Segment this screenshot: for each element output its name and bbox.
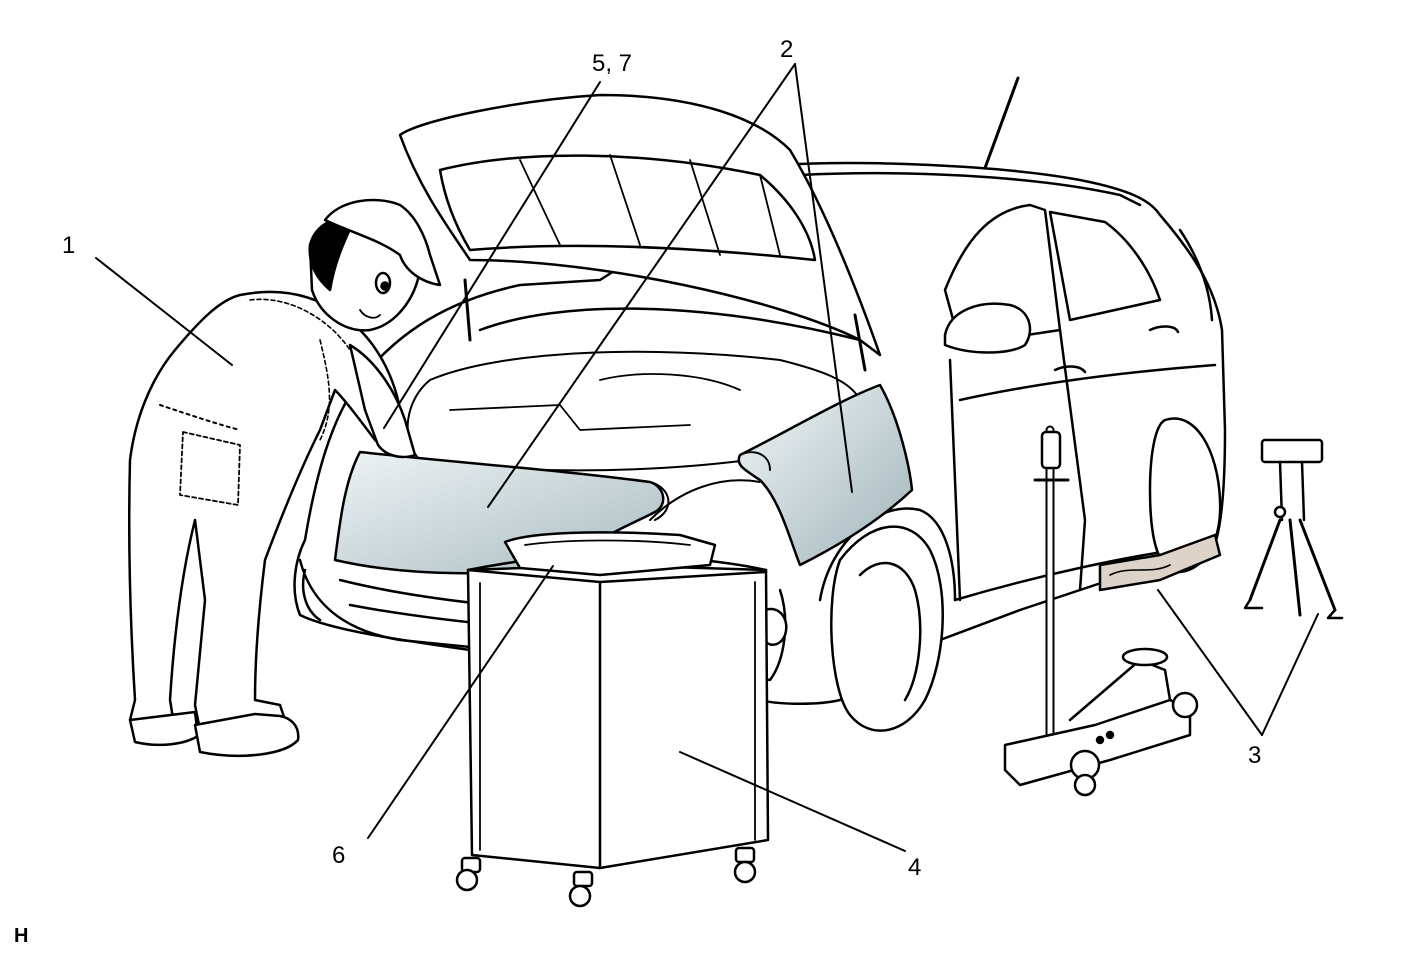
jack-handle-top — [1040, 430, 1062, 470]
wheel-chock — [1098, 533, 1222, 592]
leader-line-3b — [1261, 613, 1319, 736]
callout-4: 4 — [908, 854, 922, 881]
leader-line-4 — [679, 751, 906, 852]
leader-line-6 — [367, 565, 554, 839]
leader-line-2a — [487, 63, 796, 508]
leader-line-57 — [383, 81, 601, 429]
technician-boot-right — [193, 712, 300, 757]
tool-cart — [455, 531, 770, 908]
side-mirror — [943, 302, 1032, 354]
cart-wheel — [733, 846, 757, 884]
callout-3: 3 — [1248, 742, 1262, 769]
car-rear-window — [1048, 210, 1162, 322]
corner-mark: H — [14, 925, 29, 947]
callout-6: 6 — [332, 842, 346, 869]
cart-wheel — [568, 870, 594, 908]
front-wheel — [830, 525, 944, 732]
jack-stand — [1243, 438, 1344, 620]
technician-cap — [323, 198, 442, 287]
callout-1: 1 — [62, 232, 76, 259]
technician-pocket — [179, 431, 241, 506]
leader-line-1 — [95, 257, 233, 366]
parts-tray — [503, 531, 717, 577]
fender-cover — [737, 383, 914, 567]
leader-line-3a — [1157, 589, 1263, 736]
jack-saddle — [1121, 647, 1169, 667]
cart-wheel — [455, 856, 482, 892]
callout-5-7: 5, 7 — [592, 50, 633, 77]
jack-stand-top — [1260, 438, 1324, 464]
technician — [127, 198, 442, 757]
floor-jack — [1003, 425, 1199, 797]
leader-line-2b — [794, 63, 853, 493]
callout-2: 2 — [780, 36, 794, 63]
hood-open — [398, 93, 882, 372]
